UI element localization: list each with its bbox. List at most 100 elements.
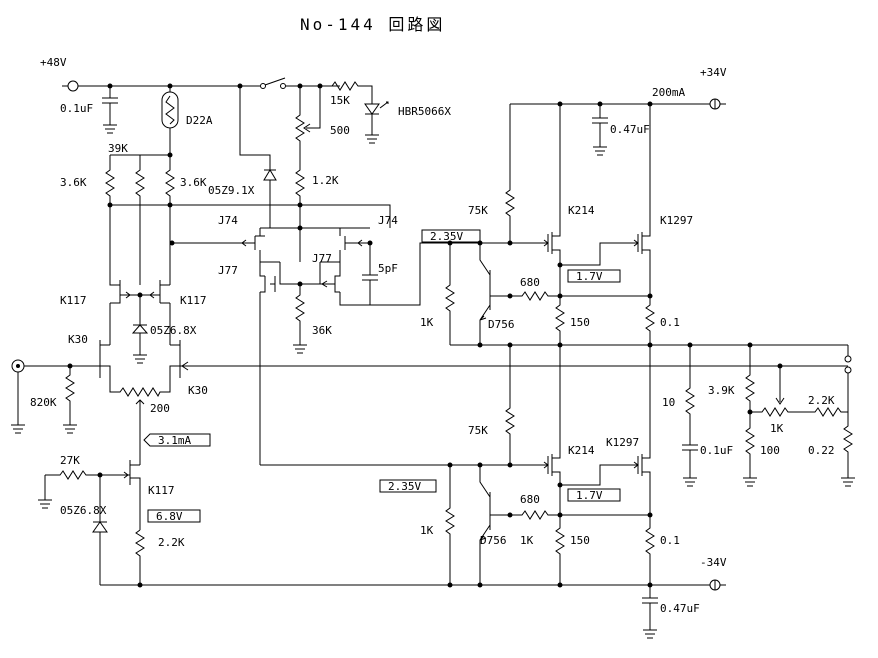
voltage-box-2-35v-bottom: 2.35V [379, 479, 437, 493]
svg-text:05Z9.1X: 05Z9.1X [208, 184, 255, 197]
output-terminal-bottom [844, 366, 852, 374]
resistor-0-1-top: 0.1 [645, 296, 680, 345]
mosfet-k1297-bottom: K1297 [606, 345, 651, 515]
diagram-title: No-144 回路図 [300, 15, 445, 34]
r1k-bottom2-label: 1K [520, 534, 534, 547]
c5pf-label: 5pF [378, 262, 398, 275]
svg-text:200: 200 [150, 402, 170, 415]
svg-text:3.1mA: 3.1mA [158, 434, 191, 447]
svg-text:D756: D756 [488, 318, 515, 331]
power-switch [260, 77, 286, 89]
svg-text:3.9K: 3.9K [708, 384, 735, 397]
resistor-1k-top: 1K [420, 243, 455, 345]
svg-text:2.2K: 2.2K [158, 536, 185, 549]
rail-minus34-label: -34V [700, 556, 727, 569]
capacitor-01uf-output: 0.1uF [682, 444, 733, 487]
capacitor-047uf-bottom: 0.47uF [642, 585, 700, 639]
svg-text:D756: D756 [480, 534, 507, 547]
resistor-820k: 820K [30, 366, 77, 434]
jfet-k30-left: K30 [68, 333, 111, 385]
resistor-150-bottom: 150 [555, 515, 590, 585]
svg-text:10: 10 [662, 396, 675, 409]
svg-text:1K: 1K [420, 524, 434, 537]
resistor-27k: 27K [38, 454, 100, 509]
mosfet-k1297-top: K1297 [632, 104, 693, 296]
zener-05z6-8x-top: 05Z6.8X [131, 324, 197, 364]
svg-text:75K: 75K [468, 424, 488, 437]
trimmer-1k-feedback: 1K [750, 366, 810, 435]
svg-text:27K: 27K [60, 454, 80, 467]
svg-text:15K: 15K [330, 94, 350, 107]
resistor-39k [135, 155, 145, 285]
svg-text:K1297: K1297 [606, 436, 639, 449]
resistor-3-9k: 3.9K [708, 345, 755, 412]
svg-text:1.7V: 1.7V [576, 270, 603, 283]
svg-text:0.1uF: 0.1uF [60, 102, 93, 115]
svg-text:K214: K214 [568, 204, 595, 217]
resistor-2-2k-bottom: 2.2K [135, 529, 185, 585]
svg-text:150: 150 [570, 316, 590, 329]
ground-symbol [103, 124, 117, 134]
svg-text:6.8V: 6.8V [156, 510, 183, 523]
rail-plus48-label: +48V [40, 56, 67, 69]
plus48-rail [62, 77, 340, 92]
jfet-k117-right: K117 [149, 280, 207, 307]
resistor-150-top: 150 [555, 296, 590, 345]
jfet-j74-right: J74 [339, 214, 398, 262]
svg-text:J74: J74 [378, 214, 398, 227]
svg-text:150: 150 [570, 534, 590, 547]
voltage-box-1-7v-top: 1.7V [567, 269, 621, 283]
svg-text:100: 100 [760, 444, 780, 457]
led-hbr5066x: HBR5066X [364, 101, 451, 144]
jfet-k117-bottom: K117 [100, 460, 175, 530]
mosfet-k214-top: K214 [540, 104, 595, 296]
resistor-1k-bottom: 1K [420, 465, 455, 585]
current-box-3-1ma: 3.1mA [143, 433, 211, 447]
transistor-d756-bottom: D756 [479, 465, 510, 585]
svg-text:K30: K30 [68, 333, 88, 346]
resistor-2-2k-feedback: 2.2K [808, 394, 848, 417]
svg-text:0.47uF: 0.47uF [660, 602, 700, 615]
svg-text:K117: K117 [60, 294, 87, 307]
resistor-10: 10 [662, 345, 695, 445]
svg-text:36K: 36K [312, 324, 332, 337]
jfet-k30-right: K30 [169, 340, 848, 397]
svg-text:820K: 820K [30, 396, 57, 409]
svg-text:05Z6.8X: 05Z6.8X [60, 504, 107, 517]
svg-text:K117: K117 [180, 294, 207, 307]
capacitor-047uf-top: 0.47uF [592, 104, 650, 156]
resistor-75k-bottom: 75K [468, 345, 515, 465]
voltage-box-2-35v-top: 2.35V [421, 229, 481, 243]
resistor-3-6k-right: 3.6K [165, 155, 207, 285]
zener-05z9-1x: 05Z9.1X [208, 169, 277, 228]
r39k-label: 39K [108, 142, 128, 155]
resistor-15k: 15K [320, 81, 373, 107]
svg-text:1.2K: 1.2K [312, 174, 339, 187]
svg-text:1K: 1K [420, 316, 434, 329]
svg-text:75K: 75K [468, 204, 488, 217]
rail-plus34-label: +34V [700, 66, 727, 79]
voltage-box-1-7v-bottom: 1.7V [567, 488, 621, 502]
resistor-680-top: 680 [510, 276, 560, 301]
output-terminal-top [844, 355, 852, 363]
svg-text:500: 500 [330, 124, 350, 137]
svg-text:0.1: 0.1 [660, 316, 680, 329]
resistor-3-6k-left: 3.6K [60, 155, 115, 205]
transistor-d756-top: D756 [479, 243, 515, 345]
svg-text:0.1: 0.1 [660, 534, 680, 547]
rail-current-label: 200mA [652, 86, 685, 99]
svg-text:0.22: 0.22 [808, 444, 835, 457]
svg-text:680: 680 [520, 493, 540, 506]
resistor-100: 100 [743, 412, 780, 487]
capacitor-c01-input: 0.1uF [60, 86, 118, 134]
svg-text:J77: J77 [312, 252, 332, 265]
plus48-terminal [67, 80, 79, 92]
trimmer-200: 200 [109, 385, 171, 415]
svg-text:2.35V: 2.35V [388, 480, 421, 493]
resistor-680-bottom: 680 [510, 493, 560, 520]
jfet-j74-left: J74 [218, 214, 265, 262]
trimmer-500: 500 [295, 86, 350, 165]
resistor-0-1-bottom: 0.1 [645, 515, 680, 585]
svg-text:05Z6.8X: 05Z6.8X [150, 324, 197, 337]
